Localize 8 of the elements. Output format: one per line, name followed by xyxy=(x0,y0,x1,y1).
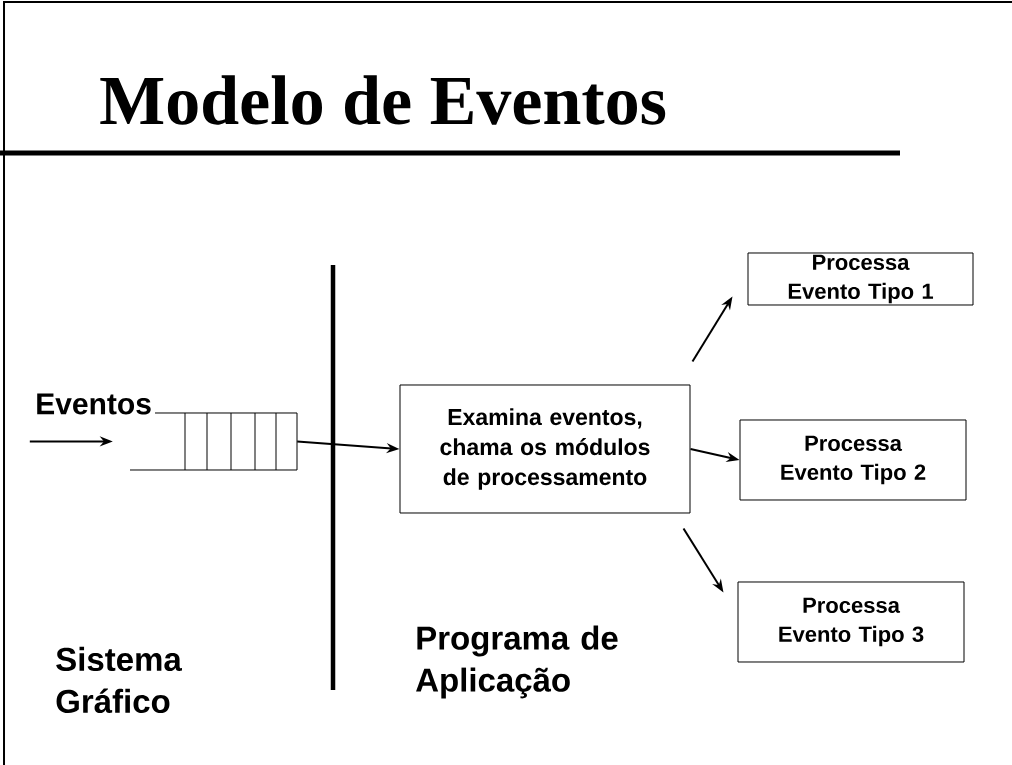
region-label: Sistema Gráfico xyxy=(56,646,182,714)
process-box: Examina eventos, chama os módulos de processamento xyxy=(399,384,691,514)
region-label: Programa de Aplicação xyxy=(416,625,618,699)
title: Modelo de Eventos xyxy=(100,75,666,125)
process-box: Processa Evento Tipo 1 xyxy=(747,252,974,306)
process-box: Processa Evento Tipo 2 xyxy=(739,419,967,501)
input-label: Eventos xyxy=(37,393,151,415)
process-box: Processa Evento Tipo 3 xyxy=(737,581,965,663)
